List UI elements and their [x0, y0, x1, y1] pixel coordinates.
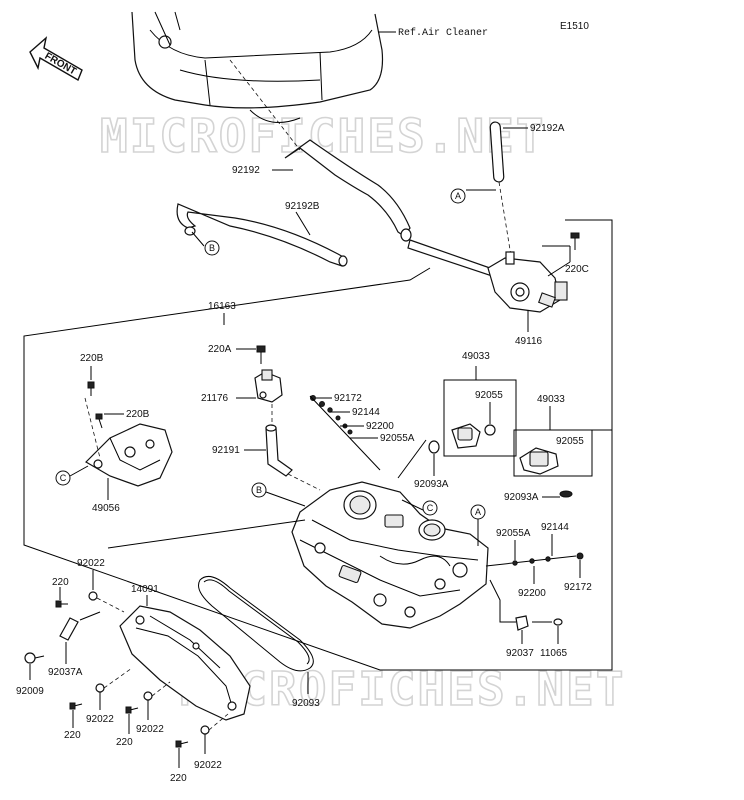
callout-a-top — [450, 188, 466, 204]
label-92192: 92192 — [232, 165, 260, 176]
small-parts-stack-lower — [512, 552, 584, 566]
bolt-220-top — [55, 600, 68, 608]
label-220b-upper: 220B — [80, 353, 104, 364]
label-49116: 49116 — [515, 336, 543, 347]
label-92022-left: 92022 — [86, 714, 114, 725]
label-92200-lower: 92200 — [518, 588, 546, 599]
label-92022-upper: 92022 — [77, 558, 105, 569]
callout-c-right-text: C — [427, 503, 434, 513]
screw-92009 — [24, 652, 45, 664]
bolt-220b-upper — [87, 381, 95, 396]
callout-a-lower — [470, 504, 486, 520]
label-92055a-upper: 92055A — [380, 433, 415, 444]
throttle-body-assembly — [291, 481, 489, 629]
box-49033-right — [513, 429, 593, 477]
callout-b-upper-text: B — [209, 243, 215, 253]
label-92144-upper: 92144 — [352, 407, 380, 418]
clamp-92037a — [59, 617, 79, 641]
label-11065: 11065 — [540, 648, 568, 659]
hose-92191 — [265, 424, 293, 477]
label-92022-middle: 92022 — [136, 724, 164, 735]
clamp-92037 — [515, 615, 529, 631]
label-92192b: 92192B — [285, 201, 320, 212]
ref-air-cleaner-text: Ref.Air Cleaner — [398, 27, 488, 39]
bolt-220-middle — [125, 706, 139, 714]
label-92055-right: 92055 — [556, 436, 584, 447]
label-92200-upper: 92200 — [366, 421, 394, 432]
label-220a: 220A — [208, 344, 232, 355]
cover-14091 — [119, 605, 251, 721]
label-220-bottom: 220 — [170, 773, 187, 784]
label-92191: 92191 — [212, 445, 240, 456]
label-92172-upper: 92172 — [334, 393, 362, 404]
label-92093a-right: 92093A — [504, 492, 539, 503]
label-220-middle: 220 — [116, 737, 133, 748]
bolt-220a — [256, 345, 266, 364]
label-92022-bottom: 92022 — [194, 760, 222, 771]
box-49033-left — [443, 379, 517, 457]
label-16163: 16163 — [208, 301, 236, 312]
bolt-220b-lower — [95, 413, 103, 429]
label-220-top: 220 — [52, 577, 69, 588]
label-92009: 92009 — [16, 686, 44, 697]
label-92055-left: 92055 — [475, 390, 503, 401]
label-92037: 92037 — [506, 648, 534, 659]
washer-92022-middle — [143, 691, 153, 701]
air-cleaner-housing — [131, 11, 396, 151]
label-49056: 49056 — [92, 503, 120, 514]
callout-c-right — [422, 500, 438, 516]
bolt-220-bottom — [175, 740, 189, 748]
callout-c-left-text: C — [60, 473, 67, 483]
label-21176: 21176 — [201, 393, 229, 404]
sensor-21176 — [254, 369, 283, 403]
callout-b-lower — [251, 482, 267, 498]
label-92144-lower: 92144 — [541, 522, 569, 533]
callout-b-lower-text: B — [256, 485, 262, 495]
front-arrow-icon: FRONT — [29, 36, 83, 82]
label-220b-lower: 220B — [126, 409, 150, 420]
label-92192a: 92192A — [530, 123, 565, 134]
gasket-92093 — [198, 575, 314, 672]
callout-c-left — [55, 470, 71, 486]
injector-left — [451, 423, 496, 449]
plug-11065 — [553, 618, 563, 626]
label-92055a-lower: 92055A — [496, 528, 531, 539]
bolt-220c — [570, 232, 580, 250]
label-220-left: 220 — [64, 730, 81, 741]
label-220c: 220C — [565, 264, 589, 275]
bracket-49056 — [85, 423, 173, 487]
hose-92192b — [176, 203, 348, 267]
seal-92093a-middle — [428, 440, 440, 454]
valve-49116 — [487, 251, 568, 313]
washer-92022-upper — [88, 591, 98, 601]
injector-right — [519, 447, 573, 498]
label-14091: 14091 — [131, 584, 159, 595]
bolt-220-left — [69, 702, 83, 710]
label-49033-right: 49033 — [537, 394, 565, 405]
diagram-code: E1510 — [560, 21, 589, 32]
small-parts-stack-upper — [309, 395, 381, 471]
label-49033-left: 49033 — [462, 351, 490, 362]
label-92037a: 92037A — [48, 667, 83, 678]
callout-a-lower-text: A — [475, 507, 481, 517]
label-92093: 92093 — [292, 698, 320, 709]
callout-b-upper — [204, 240, 220, 256]
hose-92192a — [489, 121, 513, 263]
callout-a-top-text: A — [455, 191, 461, 201]
washer-92022-bottom — [200, 725, 210, 735]
hose-92192 — [284, 139, 412, 242]
label-92093a-middle: 92093A — [414, 479, 449, 490]
label-92172-lower: 92172 — [564, 582, 592, 593]
front-label: FRONT — [43, 51, 78, 78]
washer-92022-left — [95, 683, 105, 693]
